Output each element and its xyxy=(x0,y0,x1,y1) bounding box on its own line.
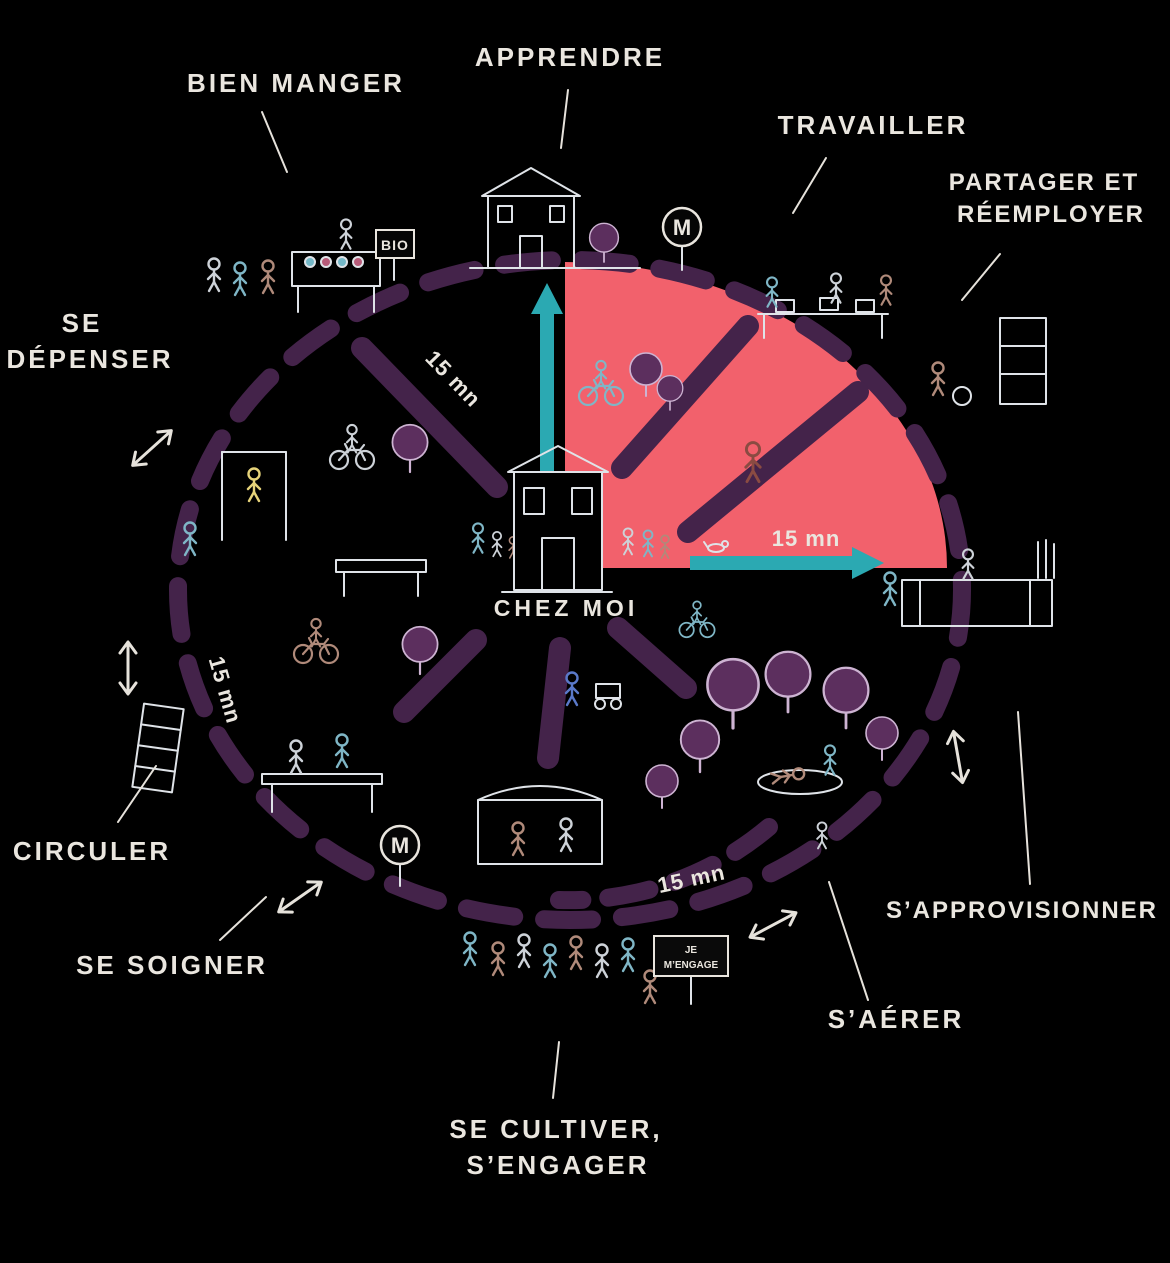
grocery-counter xyxy=(901,539,1055,627)
tree-icon xyxy=(679,719,721,774)
label-s-aerer: S’AÉRER xyxy=(828,1004,965,1034)
home-label: CHEZ MOI xyxy=(494,595,638,621)
label-s-approvisionner: S’APPROVISIONNER xyxy=(886,897,1158,924)
person-figure xyxy=(490,941,506,977)
person-figure xyxy=(206,257,222,293)
bio-sign-text: BIO xyxy=(381,237,409,253)
tree-icon xyxy=(401,625,439,676)
engage-sign-line2: M’ENGAGE xyxy=(664,960,719,971)
person-figure xyxy=(334,733,350,769)
person-figure xyxy=(491,530,503,558)
leader-circuler xyxy=(117,765,157,823)
label-bien-manger: BIEN MANGER xyxy=(187,68,405,98)
roads xyxy=(351,315,869,769)
outer-dashed-ring xyxy=(169,251,971,929)
label-partager-line1: PARTAGER ET xyxy=(949,169,1139,196)
illustrations xyxy=(131,167,1055,1005)
person-figure xyxy=(260,259,276,295)
road xyxy=(351,337,508,498)
label-se-depenser-line2: DÉPENSER xyxy=(6,344,173,374)
person-figure xyxy=(246,467,262,503)
leader-se-cultiver xyxy=(552,1041,560,1099)
engage-sign-line1: JE xyxy=(685,945,698,956)
person-figure xyxy=(471,522,485,554)
road xyxy=(607,617,697,699)
double-arrow-icon xyxy=(744,904,802,946)
leader-travailler xyxy=(792,157,827,214)
leader-partager xyxy=(961,253,1001,301)
theatre-stage xyxy=(477,785,603,865)
double-arrow-icon xyxy=(272,874,328,920)
person-figure xyxy=(232,261,248,297)
label-se-cultiver-line2: S’ENGAGER xyxy=(466,1150,649,1180)
double-arrow-icon xyxy=(125,423,179,473)
workshop-shelf xyxy=(952,317,1047,406)
tree-icon xyxy=(645,764,679,809)
label-circuler: CIRCULER xyxy=(13,836,171,866)
inner-dashed-arc xyxy=(550,818,778,910)
bio-sign: BIO xyxy=(375,229,415,281)
gym-bars xyxy=(221,451,287,541)
time-arrow-right xyxy=(690,547,884,579)
school-building xyxy=(469,167,641,269)
person-figure xyxy=(516,933,532,969)
person-figure xyxy=(510,821,526,857)
person-figure xyxy=(823,744,837,776)
double-arrow-icon xyxy=(118,640,138,696)
label-se-cultiver-line1: SE CULTIVER, xyxy=(449,1114,662,1144)
road xyxy=(677,381,869,543)
tree-icon xyxy=(705,657,761,730)
person-figure xyxy=(882,571,898,607)
time-label-left: 15 mn xyxy=(204,654,247,727)
dog xyxy=(703,540,729,553)
label-partager-line2: RÉEMPLOYER xyxy=(957,200,1145,228)
road xyxy=(393,629,487,723)
cyclist xyxy=(328,423,376,471)
label-apprendre: APPRENDRE xyxy=(475,42,665,72)
person-figure xyxy=(558,817,574,853)
engage-sign: JE M’ENGAGE xyxy=(653,935,729,1005)
road xyxy=(537,637,571,769)
time-label-upper-left: 15 mn xyxy=(421,345,487,412)
picnic-blanket xyxy=(757,769,843,795)
road xyxy=(611,315,759,479)
stroller xyxy=(594,683,622,710)
person-figure xyxy=(462,931,478,967)
leader-s-approvisionner xyxy=(1017,711,1031,885)
home-house xyxy=(501,445,613,593)
person-figure xyxy=(288,739,304,775)
doctor-table xyxy=(261,773,383,813)
person-figure xyxy=(568,935,584,971)
person-figure xyxy=(594,943,610,979)
tree-icon xyxy=(764,650,812,714)
person-figure xyxy=(542,943,558,979)
label-se-soigner: SE SOIGNER xyxy=(76,950,268,980)
tree-icon xyxy=(865,716,899,761)
label-travailler: TRAVAILLER xyxy=(778,110,969,140)
person-figure xyxy=(930,361,946,397)
metro-letter: M xyxy=(673,215,691,240)
person-figure xyxy=(339,218,353,250)
metro-icon: M xyxy=(661,206,703,271)
tree-icon xyxy=(822,666,870,730)
fifteen-minute-sector xyxy=(565,262,947,568)
leader-se-soigner xyxy=(219,896,267,941)
leader-s-aerer xyxy=(828,881,869,1001)
person-figure xyxy=(879,274,893,306)
cyclist xyxy=(678,600,716,639)
escalator xyxy=(131,702,185,794)
metro-icon: M xyxy=(379,824,421,887)
leader-lines xyxy=(117,89,1031,1099)
person-figure xyxy=(620,937,636,973)
label-se-depenser-line1: SE xyxy=(62,308,103,338)
tree-icon xyxy=(391,423,429,474)
double-arrow-icon xyxy=(944,728,972,786)
metro-letter: M xyxy=(391,833,409,858)
cyclist xyxy=(292,617,340,665)
time-label-sector: 15 mn xyxy=(772,526,841,551)
leader-bien-manger xyxy=(261,111,288,173)
picnic-table xyxy=(335,559,427,597)
leader-apprendre xyxy=(560,89,569,149)
market-stall xyxy=(291,251,381,313)
